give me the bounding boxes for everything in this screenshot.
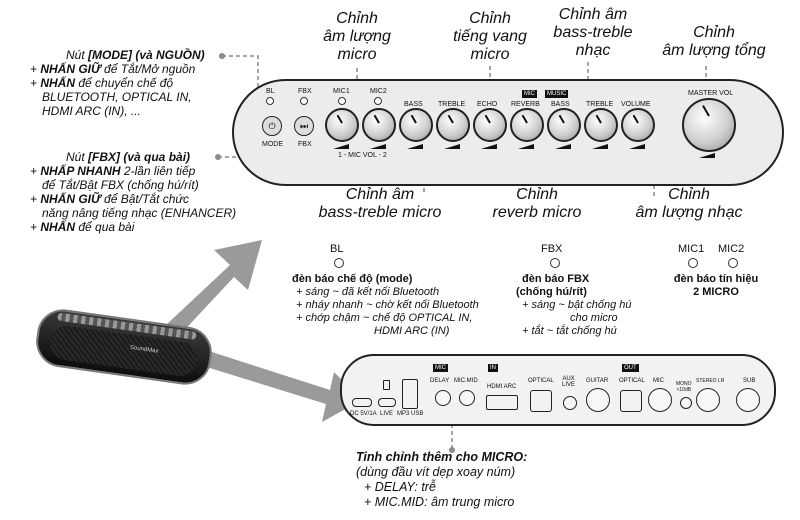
wedge-volume [629,144,645,149]
reverb-label: REVERB [511,101,540,108]
sub-label: SUB [743,378,756,384]
mic-treble-knob[interactable] [436,108,470,142]
legend-mic2-led [728,258,738,268]
wedge-bass [407,144,423,149]
music-treble-label: TREBLE [586,101,614,108]
mic1-label: MIC1 [333,88,350,95]
mic-vol-caption: 1 - MIC VOL - 2 [338,152,387,159]
mode-button-note: Nút [MODE] (và NGUỒN) + NHẤN GIỮ để Tắt/… [30,48,205,118]
callout-reverb: Chỉnh reverb micro [492,186,582,221]
callout-mic-volume: Chỉnh âm lượng micro [323,10,391,63]
bass-label: BASS [404,101,423,108]
sub-port[interactable] [736,388,760,412]
aux-port[interactable] [563,396,577,410]
mic1-volume-knob[interactable] [325,108,359,142]
mic2-volume-knob[interactable] [362,108,396,142]
mode-button[interactable]: ⏻ [262,116,282,136]
power-icon: ⏻ [268,120,276,131]
optical-out-port[interactable] [620,390,642,412]
led-mic2 [374,97,382,105]
legend-fbx-desc: đèn báo FBX (chống hú/rít) + sáng ~ bật … [516,273,632,337]
led-mic1 [338,97,346,105]
guitar-port[interactable] [586,388,610,412]
music-tag: MUSIC [545,90,569,98]
music-bass-label: BASS [551,101,570,108]
master-volume-knob[interactable] [682,98,736,152]
delay-trimmer[interactable] [435,390,451,406]
rear-in-tag: IN [488,364,498,372]
wedge-mic2 [370,144,386,149]
mono-label: MONO <10dB [676,381,692,393]
skip-next-icon: ⏭ [299,120,309,131]
legend-mic1-label: MIC1 [678,243,705,255]
wedge-music-treble [592,144,608,149]
live-port[interactable] [378,398,396,407]
guitar-label: GUITAR [586,378,609,384]
wedge-treble [444,144,460,149]
wedge-master [699,153,715,158]
optical-out-label: OPTICAL [619,378,645,384]
callout-mic-bass-treble: Chỉnh âm bass-treble micro [318,186,442,221]
mic-out-port[interactable] [648,388,672,412]
mic-mid-trimmer[interactable] [459,390,475,406]
callout-master-volume: Chỉnh âm lượng tổng [662,24,766,59]
usb-c-port[interactable] [352,398,372,407]
rear-out-tag: OUT [622,364,639,372]
wedge-mic1 [333,144,349,149]
legend-bl-led [334,258,344,268]
aux-label: AUX LIVE [562,376,576,388]
led-fbx [300,97,308,105]
mic-mid-label: MIC.MID [454,378,478,384]
legend-fbx-label: FBX [541,243,563,255]
callout-music-bass-treble: Chỉnh âm bass-treble nhạc [553,6,633,59]
led-fbx-label: FBX [298,88,312,95]
legend-fbx-led [550,258,560,268]
optical-in-label: OPTICAL [528,378,554,384]
hdmi-port[interactable] [486,395,518,410]
reverb-knob[interactable] [510,108,544,142]
mode-button-label: MODE [262,141,283,148]
music-bass-knob[interactable] [547,108,581,142]
mic-out-label: MIC [653,378,664,384]
master-vol-label: MASTER VOL [688,90,734,97]
wedge-music-bass [555,144,571,149]
wedge-echo [481,144,497,149]
legend-bl-label: BL [330,243,344,255]
mic2-label: MIC2 [370,88,387,95]
treble-label: TREBLE [438,101,466,108]
wedge-reverb [518,144,534,149]
fbx-button-label: FBX [298,141,312,148]
dc-label: DC 5V/1A [350,411,377,417]
optical-in-port[interactable] [530,390,552,412]
stereo-l-port[interactable] [696,388,720,412]
usb-port[interactable] [402,379,418,409]
led-bl-label: BL [266,88,275,95]
rear-mic-tag: MIC [433,364,448,372]
led-bl [266,97,274,105]
fbx-button-note: Nút [FBX] (và qua bài) + NHẤP NHANH 2-lầ… [30,150,237,234]
legend-mic-desc: đèn báo tín hiệu 2 MICRO [673,273,759,298]
stereo-label: STEREO LR [696,378,725,384]
music-treble-knob[interactable] [584,108,618,142]
mono-port[interactable] [680,397,692,409]
echo-label: ECHO [477,101,498,108]
echo-knob[interactable] [473,108,507,142]
hdmi-label: HDMI ARC [487,384,517,390]
volume-label: VOLUME [621,101,651,108]
callout-echo: Chỉnh tiếng vang micro [453,10,527,63]
music-volume-knob[interactable] [621,108,655,142]
mp3-usb-label: MP3 USB [397,411,424,417]
live-icon [383,380,390,390]
live-label: LIVE [380,411,394,417]
legend-bl-desc: đèn báo chế độ (mode) + sáng ~ đã kết nố… [292,273,479,337]
micro-tuning-note: Tinh chỉnh thêm cho MICRO: (dùng đầu vít… [356,450,528,509]
delay-label: DELAY [430,378,450,384]
mic-tag: MIC [522,90,537,98]
mic-bass-knob[interactable] [399,108,433,142]
callout-music-volume: Chỉnh âm lượng nhạc [635,186,743,221]
fbx-button[interactable]: ⏭ [294,116,314,136]
legend-mic2-label: MIC2 [718,243,745,255]
legend-mic1-led [688,258,698,268]
